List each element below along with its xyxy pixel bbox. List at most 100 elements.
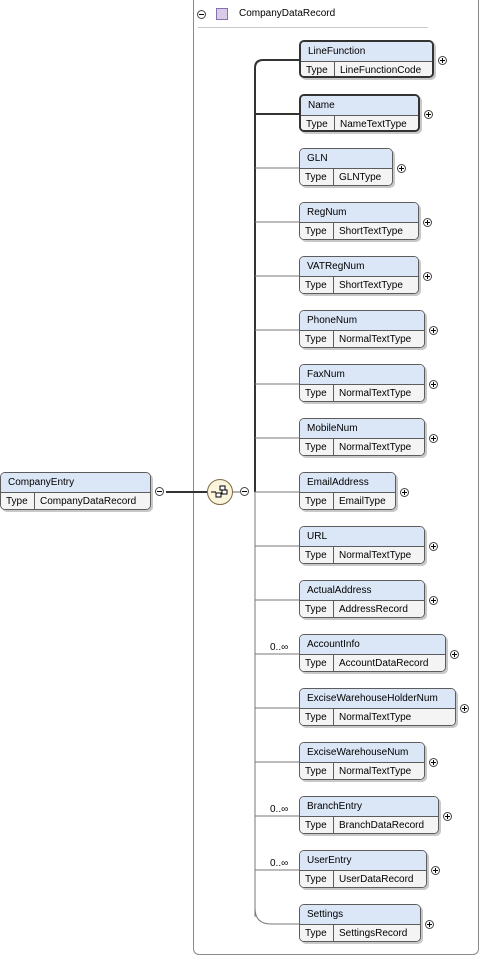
expand-icon[interactable] [429, 596, 438, 605]
type-value: NormalTextType [334, 763, 424, 779]
collapse-complex-type-icon[interactable] [197, 10, 206, 19]
expand-icon[interactable] [425, 920, 434, 929]
element-name: ExciseWarehouseHolderNum [300, 689, 455, 709]
multiplicity-label: 0..∞ [270, 858, 289, 869]
type-label: Type [1, 493, 35, 509]
sequence-compositor-icon[interactable] [207, 479, 233, 505]
type-label: Type [300, 763, 334, 779]
expand-icon[interactable] [423, 218, 432, 227]
expand-icon[interactable] [429, 758, 438, 767]
element-name: VATRegNum [300, 257, 418, 277]
element-name: ActualAddress [300, 581, 424, 601]
type-label: Type [300, 169, 334, 185]
type-value: NormalTextType [334, 331, 424, 347]
type-value: NormalTextType [334, 385, 424, 401]
expand-icon[interactable] [429, 380, 438, 389]
expand-icon[interactable] [424, 110, 433, 119]
type-value: UserDataRecord [334, 871, 426, 887]
type-value: EmailType [334, 493, 395, 509]
element-name: Settings [300, 905, 420, 925]
element-name: GLN [300, 149, 392, 169]
type-value: GLNType [334, 169, 392, 185]
expand-icon[interactable] [429, 542, 438, 551]
type-value: SettingsRecord [334, 925, 420, 941]
type-label: Type [300, 277, 334, 293]
element-name: UserEntry [300, 851, 426, 871]
type-label: Type [300, 709, 334, 725]
type-label: Type [300, 331, 334, 347]
expand-icon[interactable] [400, 488, 409, 497]
expand-icon[interactable] [460, 704, 469, 713]
complex-type-icon [216, 8, 228, 20]
expand-icon[interactable] [443, 812, 452, 821]
type-label: Type [301, 62, 335, 76]
type-label: Type [300, 925, 334, 941]
type-label: Type [301, 116, 335, 130]
type-value: BranchDataRecord [334, 817, 438, 833]
expand-icon[interactable] [429, 326, 438, 335]
element-name: URL [300, 527, 424, 547]
expand-icon[interactable] [431, 866, 440, 875]
element-name: Name [301, 96, 418, 116]
element-name: AccountInfo [300, 635, 445, 655]
type-value: AddressRecord [334, 601, 424, 617]
expand-icon[interactable] [438, 56, 447, 65]
type-label: Type [300, 871, 334, 887]
type-label: Type [300, 817, 334, 833]
element-name: FaxNum [300, 365, 424, 385]
element-name: CompanyEntry [1, 473, 150, 493]
type-label: Type [300, 385, 334, 401]
frame-header-divider [198, 27, 428, 28]
type-label: Type [300, 223, 334, 239]
element-name: PhoneNum [300, 311, 424, 331]
element-name: MobileNum [300, 419, 424, 439]
type-label: Type [300, 547, 334, 563]
complex-type-title: CompanyDataRecord [239, 8, 336, 19]
type-value: ShortTextType [334, 223, 418, 239]
type-value: NormalTextType [334, 439, 424, 455]
type-label: Type [300, 439, 334, 455]
type-value: CompanyDataRecord [35, 493, 150, 509]
type-value: AccountDataRecord [334, 655, 445, 671]
type-value: NormalTextType [334, 547, 424, 563]
type-value: LineFunctionCode [335, 62, 432, 76]
element-name: BranchEntry [300, 797, 438, 817]
collapse-root-icon[interactable] [155, 487, 164, 496]
expand-icon[interactable] [423, 272, 432, 281]
expand-icon[interactable] [397, 164, 406, 173]
type-value: ShortTextType [334, 277, 418, 293]
expand-icon[interactable] [450, 650, 459, 659]
type-label: Type [300, 655, 334, 671]
element-name: LineFunction [301, 42, 432, 62]
type-label: Type [300, 601, 334, 617]
complex-type-frame [193, 0, 479, 955]
type-value: NormalTextType [334, 709, 455, 725]
collapse-sequence-icon[interactable] [240, 487, 249, 496]
type-label: Type [300, 493, 334, 509]
expand-icon[interactable] [429, 434, 438, 443]
multiplicity-label: 0..∞ [270, 804, 289, 815]
element-name: EmailAddress [300, 473, 395, 493]
multiplicity-label: 0..∞ [270, 642, 289, 653]
element-name: ExciseWarehouseNum [300, 743, 424, 763]
type-value: NameTextType [335, 116, 418, 130]
element-name: RegNum [300, 203, 418, 223]
